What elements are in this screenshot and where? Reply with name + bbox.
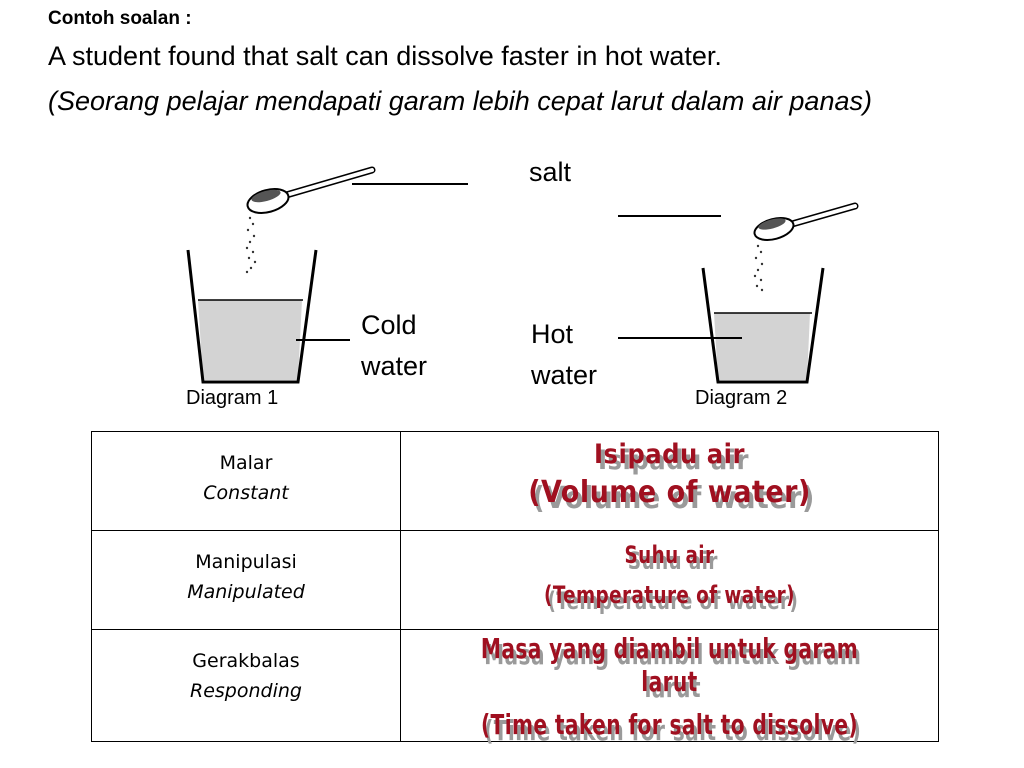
salt-label: salt [529, 157, 572, 187]
falling-salt-1 [245, 216, 257, 274]
page-title: Contoh soalan : [48, 8, 192, 29]
answer-english: (Temperature of water) [544, 581, 795, 609]
spoon-with-salt-1 [246, 166, 376, 214]
row-label-cell: Gerakbalas Responding [91, 629, 401, 742]
answer-cell: Suhu air (Temperature of water) [400, 530, 939, 630]
label-english: Manipulated [187, 581, 305, 603]
cold-water-label-line2: water [361, 351, 428, 381]
answer-english: (Volume of water) [528, 475, 811, 510]
row-label-cell: Manipulasi Manipulated [91, 530, 401, 630]
statement-malay: (Seorang pelajar mendapati garam lebih c… [48, 86, 872, 116]
answer-malay: Suhu air [624, 541, 715, 569]
table-row-manipulated: Manipulasi Manipulated Suhu air (Tempera… [91, 530, 939, 630]
beaker-hot-water [701, 267, 825, 384]
answer-cell: Masa yang diambil untuk garam larut (Tim… [400, 629, 939, 742]
diagram-1-caption: Diagram 1 [186, 387, 279, 409]
label-english: Responding [190, 680, 302, 702]
answer-cell: Isipadu air (Volume of water) [400, 431, 939, 531]
label-malay: Manipulasi [195, 551, 297, 573]
statement-english: A student found that salt can dissolve f… [48, 41, 722, 71]
answer-malay: Masa yang diambil untuk garam larut [480, 632, 859, 698]
table-row-responding: Gerakbalas Responding Masa yang diambil … [91, 629, 939, 742]
row-label-cell: Malar Constant [91, 431, 401, 531]
answer-english: (Time taken for salt to dissolve) [480, 708, 859, 741]
spoon-with-salt-2 [753, 202, 859, 241]
table-row-constant: Malar Constant Isipadu air (Volume of wa… [91, 431, 939, 531]
label-malay: Gerakbalas [192, 650, 300, 672]
hot-water-label-line2: water [531, 360, 598, 390]
diagram-2-caption: Diagram 2 [695, 387, 788, 409]
label-malay: Malar [219, 452, 273, 474]
label-english: Constant [203, 482, 289, 504]
variables-table: Malar Constant Isipadu air (Volume of wa… [91, 431, 939, 742]
falling-salt-2 [753, 244, 764, 292]
hot-water-label-line1: Hot [531, 319, 574, 349]
cold-water-label-line1: Cold [361, 310, 417, 340]
answer-malay: Isipadu air [594, 439, 745, 470]
experiment-diagram [186, 166, 859, 384]
beaker-cold-water [186, 249, 318, 384]
